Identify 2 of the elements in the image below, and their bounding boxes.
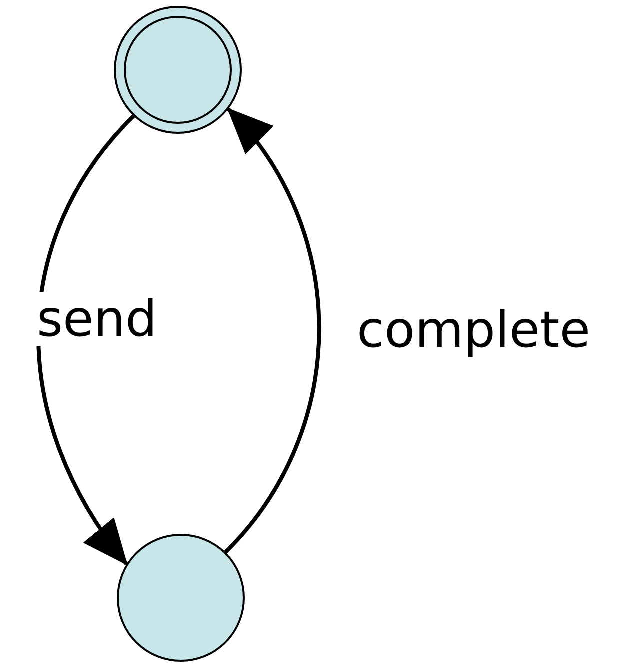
transition-arrow (36, 114, 136, 566)
transition-arrow (224, 108, 322, 554)
